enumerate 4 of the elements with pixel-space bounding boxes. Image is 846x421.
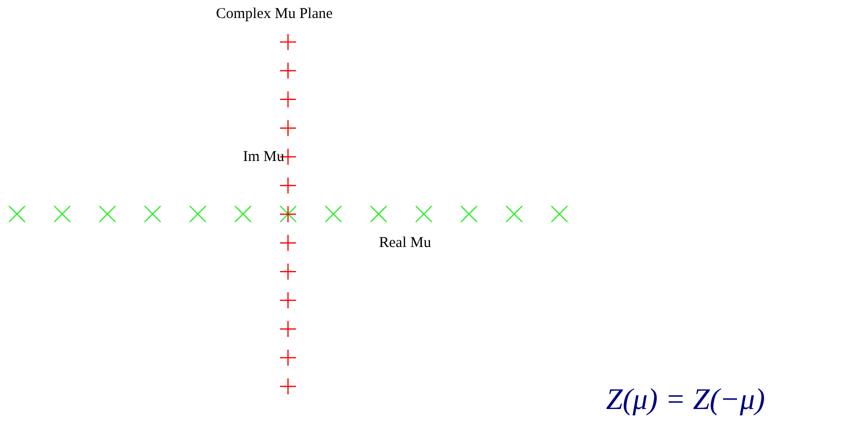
plot-title: Complex Mu Plane (216, 7, 333, 22)
formula: Z(μ) = Z(−μ) (606, 385, 765, 415)
axis-label: Real Mu (379, 236, 432, 251)
axis-label: Im Mu (243, 150, 284, 165)
